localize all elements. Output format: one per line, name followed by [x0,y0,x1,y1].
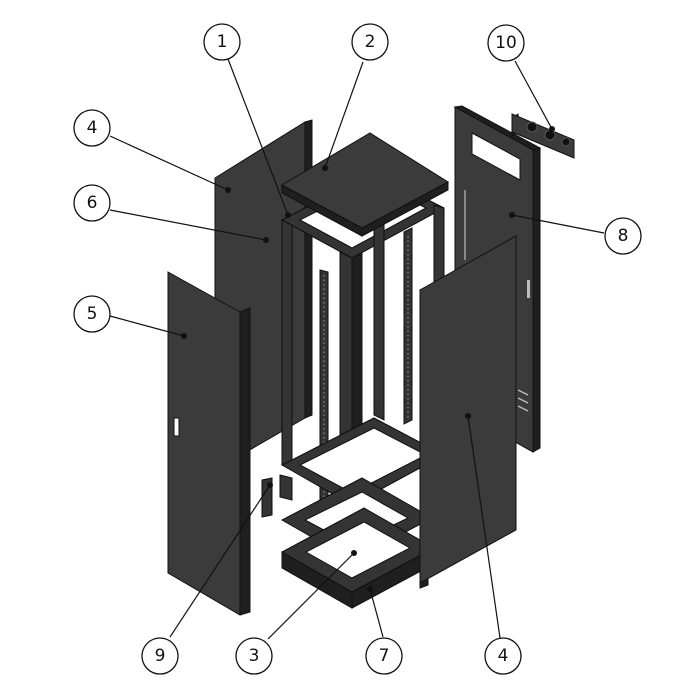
door-handle [173,417,180,437]
callout-10-label: 10 [495,33,517,53]
leveling-feet [261,474,293,518]
callout-4-bottom-label: 4 [498,646,509,666]
callout-6: 6 [73,184,111,222]
callout-1: 1 [203,23,241,61]
callout-2: 2 [351,23,389,61]
leader-lines [109,58,605,640]
callout-4-bottom: 4 [484,637,522,675]
fan-unit [511,113,575,159]
callout-5: 5 [73,295,111,333]
rear-door-window [471,132,521,181]
callout-9-label: 9 [155,646,166,666]
callout-3-label: 3 [249,646,260,666]
callout-8-label: 8 [618,226,629,246]
callout-4-top: 4 [73,109,111,147]
callout-2-label: 2 [365,32,376,52]
callout-3: 3 [235,637,273,675]
callout-7-label: 7 [379,646,390,666]
top-cover [280,132,449,237]
right-side-panel [419,235,517,589]
callout-8: 8 [604,217,642,255]
callout-9: 9 [141,637,179,675]
front-door [167,271,251,616]
callout-5-label: 5 [87,304,98,324]
callout-6-label: 6 [87,193,98,213]
callout-4-top-label: 4 [87,118,98,138]
callout-1-label: 1 [217,32,228,52]
callout-10: 10 [487,24,525,62]
callout-7: 7 [365,637,403,675]
